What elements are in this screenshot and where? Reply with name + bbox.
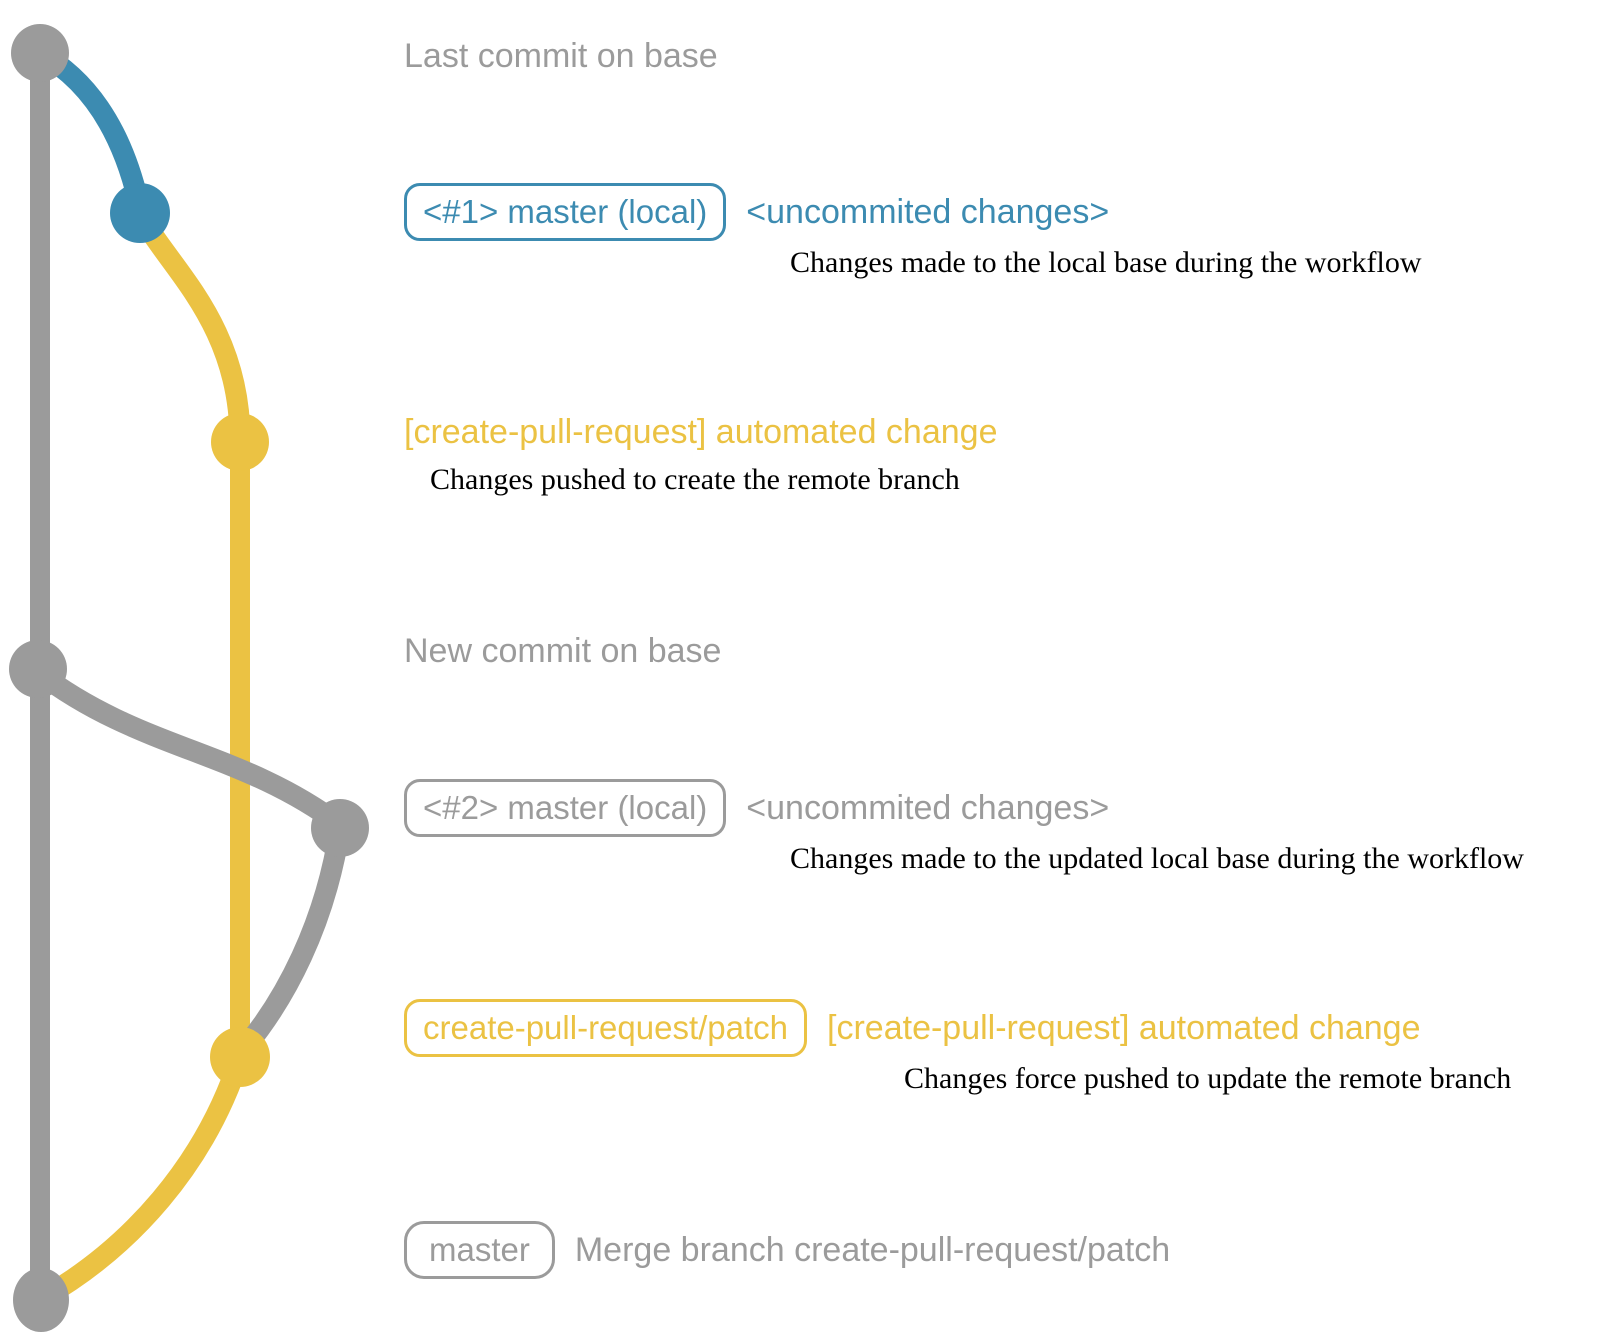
- commit-dot-new-base: [9, 640, 67, 698]
- edge-local1-to-patch1: [129, 202, 251, 451]
- annotation-last-commit: Last commit on base: [404, 36, 718, 76]
- branch-pill-master-local-2: <#2> master (local): [404, 779, 727, 837]
- annotation-patch-commit-2: create-pull-request/patch [create-pull-r…: [404, 999, 1511, 1097]
- branch-pill-master-local-1: <#1> master (local): [404, 183, 727, 241]
- commit-dot-patch1: [211, 413, 269, 471]
- new-commit-label: New commit on base: [404, 632, 722, 670]
- commit-dot-last-base: [11, 24, 69, 82]
- commit-message-merge: Merge branch create-pull-request/patch: [574, 1231, 1171, 1269]
- edge-patch2-to-merge: [32, 1046, 251, 1309]
- commit-message-uncommited-1: <uncommited changes>: [746, 193, 1110, 231]
- description-force-push: Changes force pushed to update the remot…: [904, 1062, 1512, 1095]
- annotation-patch-commit-1: [create-pull-request] automated change C…: [404, 412, 997, 498]
- description-local-changes-1: Changes made to the local base during th…: [790, 246, 1422, 279]
- description-push-create: Changes pushed to create the remote bran…: [430, 463, 960, 496]
- commit-dot-merge: [13, 1268, 69, 1332]
- annotation-merge-commit: master Merge branch create-pull-request/…: [404, 1221, 1170, 1279]
- last-commit-label: Last commit on base: [404, 37, 718, 75]
- commit-dot-local1: [110, 183, 170, 243]
- edge-base-to-local2: [27, 661, 351, 836]
- branch-pill-master: master: [404, 1221, 555, 1279]
- branch-pill-patch: create-pull-request/patch: [404, 999, 808, 1057]
- annotation-local-commit-2: <#2> master (local) <uncommited changes>…: [404, 779, 1524, 877]
- commit-dot-patch2: [210, 1027, 270, 1087]
- annotation-new-commit: New commit on base: [404, 631, 721, 671]
- commit-message-automated-1: [create-pull-request] automated change: [404, 413, 998, 451]
- description-local-changes-2: Changes made to the updated local base d…: [790, 842, 1524, 875]
- commit-dot-local2: [311, 799, 369, 857]
- annotation-local-commit-1: <#1> master (local) <uncommited changes>…: [404, 183, 1422, 281]
- commit-message-automated-2: [create-pull-request] automated change: [827, 1009, 1421, 1047]
- edge-local2-to-patch2: [232, 817, 351, 1061]
- commit-message-uncommited-2: <uncommited changes>: [746, 789, 1110, 827]
